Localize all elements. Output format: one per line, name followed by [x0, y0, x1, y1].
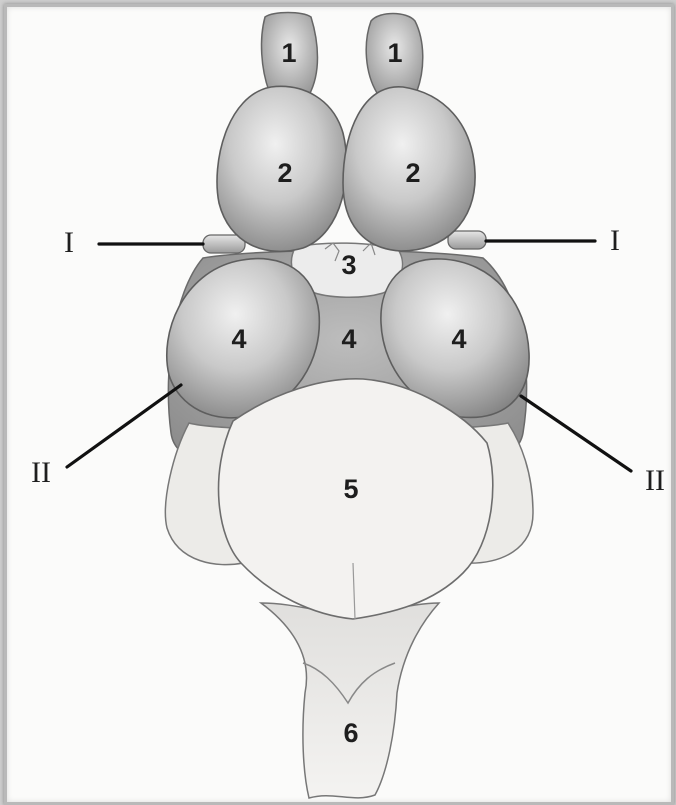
nerve-stub-right — [448, 231, 486, 249]
pointer-label-left-lower: II — [31, 456, 51, 489]
label-cerebellum: 5 — [343, 474, 358, 504]
label-diencephalon: 3 — [341, 250, 356, 280]
label-medulla: 6 — [343, 718, 358, 748]
label-midbrain-center: 4 — [341, 324, 356, 354]
pointer-label-right-upper: I — [610, 224, 620, 257]
label-optic-lobe-left: 4 — [231, 324, 246, 354]
pointer-line-right-lower — [521, 396, 631, 471]
label-olfactory-right: 1 — [387, 38, 402, 68]
label-optic-lobe-right: 4 — [451, 324, 466, 354]
label-olfactory-left: 1 — [281, 38, 296, 68]
pointer-label-right-lower: II — [645, 464, 665, 497]
label-hemisphere-left: 2 — [277, 158, 292, 188]
label-hemisphere-right: 2 — [405, 158, 420, 188]
pointer-line-left-lower — [67, 385, 181, 467]
diagram-frame: 1 1 2 2 3 4 4 4 5 6 I I II II — [4, 4, 674, 805]
pointer-label-left-upper: I — [64, 226, 74, 259]
brain-diagram: 1 1 2 2 3 4 4 4 5 6 I I II II — [7, 7, 671, 802]
